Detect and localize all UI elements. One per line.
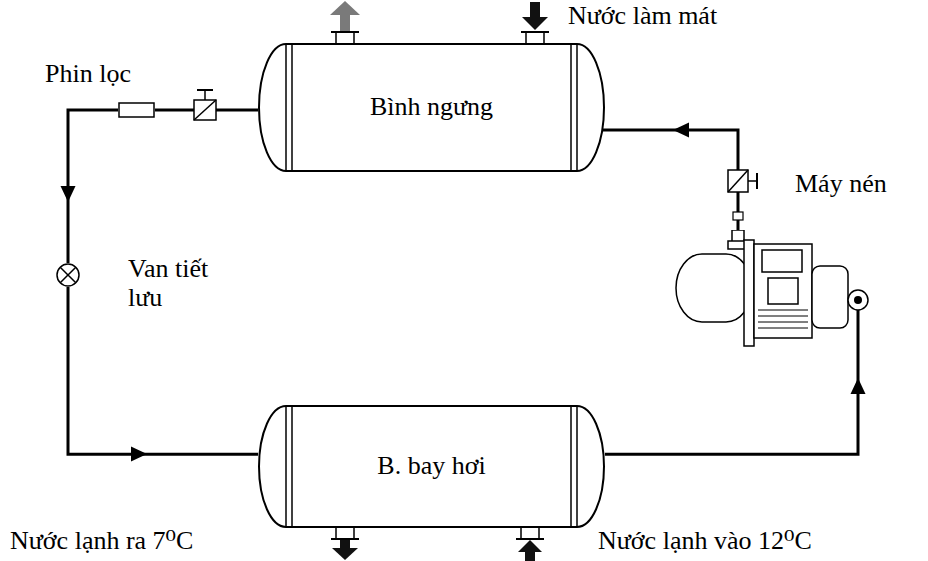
condenser-outlet-nozzle	[330, 1, 360, 15]
refrigerant-pipe	[602, 123, 738, 231]
text-holder: Máy nén	[795, 170, 887, 199]
evaporator-inlet-nozzle	[521, 527, 539, 539]
filter-drier: Phin lọc	[40, 60, 170, 122]
text-holder: Van tiết lưu	[128, 255, 228, 312]
valve-cross	[60, 267, 76, 283]
valve-circle	[57, 264, 79, 286]
head-rib	[758, 322, 808, 323]
evaporator-outlet-nozzle	[331, 527, 359, 560]
evaporator-outlet-nozzle	[340, 540, 350, 549]
flow-arrowhead	[61, 186, 76, 202]
text-holder: Phin lọc	[45, 60, 131, 89]
evaporator-inlet-nozzle	[516, 527, 544, 561]
compressor-symbol	[672, 230, 870, 350]
water-label: Nước làm mát	[568, 2, 717, 31]
compressor-shell	[676, 254, 752, 322]
condenser-outlet-nozzle	[336, 32, 354, 44]
vessel-flange	[285, 406, 287, 527]
vessel-flange	[570, 406, 572, 527]
refrigerant-pipe	[605, 310, 866, 454]
suction-fitting	[848, 290, 868, 310]
pipe-line	[68, 110, 118, 263]
text-holder: Bình ngưng	[258, 43, 605, 172]
vessel-flange	[291, 406, 293, 527]
liquid-line-valve	[194, 100, 216, 120]
terminal-box	[762, 250, 802, 272]
pipe-line	[68, 287, 258, 454]
compressor-end	[812, 266, 848, 328]
condenser-inlet-nozzle	[526, 32, 544, 44]
condenser-inlet-nozzle	[522, 17, 548, 30]
condenser-outlet-nozzle	[331, 31, 359, 33]
flow-arrowhead	[131, 447, 147, 462]
filter-body	[119, 103, 154, 117]
vessel-name: B. bay hơi	[377, 452, 485, 481]
condenser-outlet-nozzle	[340, 14, 350, 31]
compressor-head	[754, 244, 812, 338]
vessel-flange	[570, 44, 572, 171]
liquid-line-valve	[194, 100, 216, 120]
valve-cross	[60, 267, 76, 283]
compressor: Máy nén	[672, 168, 922, 350]
evaporator-outlet-nozzle	[331, 538, 359, 540]
liquid-line-valve	[194, 90, 216, 120]
vessel-name: Bình ngưng	[370, 93, 493, 122]
text-holder: B. bay hơi	[258, 405, 605, 528]
condenser-inlet-nozzle	[521, 31, 549, 33]
head-rib	[758, 328, 808, 329]
vessel-shell	[259, 44, 604, 171]
discharge-valve	[728, 170, 748, 192]
condenser-inlet-nozzle	[530, 2, 540, 18]
condenser-outlet-nozzle	[330, 1, 360, 44]
vessel-flange	[576, 44, 578, 171]
evaporator-inlet-nozzle	[525, 551, 535, 561]
discharge-valve	[756, 173, 758, 189]
flow-arrowhead	[673, 123, 689, 138]
condenser-inlet-nozzle	[521, 2, 549, 44]
vessel-flange	[576, 406, 578, 527]
condenser-vessel: Bình ngưng	[258, 43, 605, 172]
refrigerant-pipe	[68, 287, 258, 462]
part-label: Phin lọc	[45, 60, 131, 89]
expansion-valve: Van tiết lưu	[50, 255, 232, 335]
evaporator-vessel: B. bay hơi	[258, 405, 605, 528]
suction-fitting	[854, 296, 862, 304]
head-rib	[758, 310, 808, 311]
part-label: Máy nén	[795, 170, 887, 199]
refrigerant-pipe	[61, 110, 119, 263]
discharge-valve	[748, 180, 757, 182]
flow-arrowhead	[851, 378, 866, 394]
filter-symbol	[118, 102, 155, 118]
discharge-valve	[728, 170, 748, 192]
evaporator-outlet-nozzle	[332, 548, 358, 560]
vessel-flange	[285, 44, 287, 171]
evaporator-inlet-nozzle	[516, 538, 544, 540]
compressor-flange	[744, 240, 754, 346]
part-label: Van tiết lưu	[128, 255, 228, 312]
water-label: Nước lạnh ra 7⁰C	[10, 527, 193, 556]
pipe-line	[605, 310, 858, 454]
liquid-line-valve	[204, 90, 206, 100]
head-rib	[758, 316, 808, 317]
evaporator-outlet-nozzle	[336, 527, 354, 539]
expansion-valve-symbol	[56, 263, 80, 287]
discharge-valve	[733, 212, 743, 220]
discharge-valve	[728, 170, 757, 220]
evaporator-inlet-nozzle	[518, 540, 542, 552]
compressor-fitting	[732, 230, 744, 242]
pipe-line	[602, 130, 738, 230]
terminal-box	[768, 278, 798, 304]
water-label: Nước lạnh vào 12⁰C	[598, 527, 812, 556]
vessel-flange	[291, 44, 293, 171]
vessel-shell	[259, 406, 604, 527]
liquid-line-valve	[197, 89, 213, 91]
